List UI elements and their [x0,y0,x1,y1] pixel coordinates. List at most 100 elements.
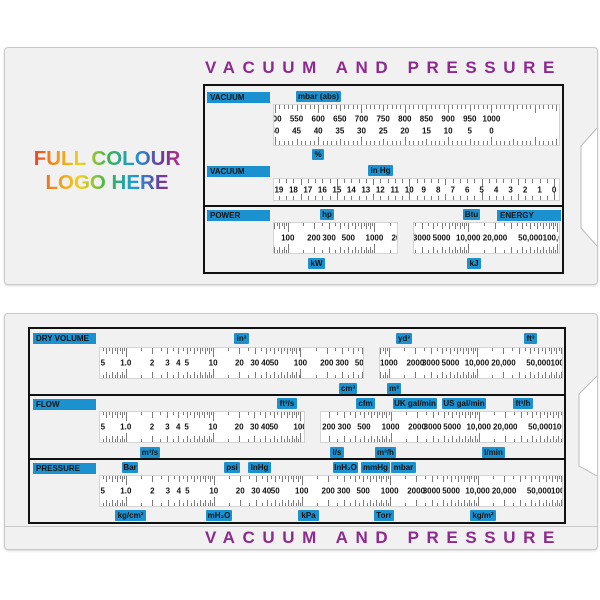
scale-tick [426,139,428,145]
scale-tick [503,196,505,200]
scale-label: 12 [375,185,385,194]
scale-tick [405,503,407,506]
scale-tick [160,348,162,351]
scale-tick [273,436,275,442]
scale-tick [358,179,360,183]
scale-tick [500,105,502,109]
scale-tick [117,436,119,442]
scale-tick [470,348,472,351]
scale-tick [510,196,512,200]
scale-tick [445,223,447,226]
scale-tick [380,372,382,378]
scale-tick [556,348,558,354]
scale-tick [469,476,471,482]
scale-tick [119,375,121,378]
scale-tick [448,223,450,229]
scale-tick [504,476,506,482]
scale-tick [100,348,101,354]
logo-line-2: LOGO HERE [45,171,169,194]
unit-tag-m3h: m³/h [375,447,396,458]
scale-tick [297,500,299,506]
scale-tick [292,105,294,109]
scale-tick [213,348,215,357]
scale-tick [205,500,207,506]
scale-tick [553,247,555,253]
scale-tick [521,141,523,145]
scale-tick [478,105,480,109]
scale-tick [438,439,440,442]
scale-label: 30 [250,358,260,368]
scale-tick [465,105,467,109]
scale-tick [445,194,447,200]
scale-tick [468,372,470,378]
scale-label: 5 [184,422,189,432]
scale-tick [551,348,553,354]
scale-tick [422,105,424,109]
scale-tick [461,476,463,479]
scale-label: 10,000 [456,233,481,243]
scale-tick [196,375,198,378]
scale-tick [372,223,374,226]
scale-tick [289,439,291,442]
scale-tick [384,412,386,415]
scale-label: 9 [421,185,426,194]
scale-tick [266,476,268,482]
unit-tag-mbar: mbar [391,462,416,473]
scale-tick [519,476,521,482]
scale-tick [114,348,116,351]
scale-tick [373,476,375,479]
scale-tick [424,503,426,506]
scale-tick [207,476,209,479]
scale-pressure[interactable]: 0.51.02345102030405010020030050010002000… [99,475,563,507]
scale-label: 1000 [365,233,384,243]
scale-tick [274,348,276,354]
scale-mbar-percent[interactable]: 5005506006507007508008509009501000504540… [273,104,560,146]
scale-label: 2 [149,358,155,368]
scale-tick [452,141,454,145]
scale-tick [427,250,429,253]
scale-tick [351,196,353,200]
unit-tag-inhg: InHg [248,462,271,473]
scale-tick [348,105,350,109]
header-dry-volume: DRY VOLUME [33,333,96,344]
scale-tick [457,250,459,253]
scale-label: 1 [537,185,542,194]
scale-tick [276,250,278,253]
scale-tick [503,348,505,354]
scale-tick [379,439,381,442]
scale-tick [446,375,448,378]
scale-label: 10 [208,422,218,432]
scale-tick [473,476,475,482]
scale-tick [141,412,143,415]
scale-tick [300,141,302,145]
scale-tick [209,348,211,354]
scale-tick [461,223,463,226]
scale-tick [494,412,496,415]
scale-tick [254,348,256,354]
scale-tick [465,348,467,351]
scale-tick [370,476,372,482]
scale-label: 300 [337,422,352,432]
scale-tick [270,348,272,351]
scale-tick [300,412,302,421]
header-pressure: PRESSURE [33,463,96,474]
scale-tick [536,412,538,415]
scale-tick [300,105,302,109]
scale-tick [534,375,536,378]
scale-label: 0.5 [99,422,106,432]
scale-tick [265,412,267,418]
scale-tick [301,497,303,506]
logo-line-1: FULL COLOUR [33,147,181,170]
scale-dry-volume-right[interactable]: 100020003000500010,00020,00050,000100,00… [379,347,563,379]
scale-tick [265,372,267,378]
scale-tick [409,179,411,187]
scale-tick [423,196,425,200]
scale-tick [526,141,528,145]
scale-tick [473,500,475,506]
